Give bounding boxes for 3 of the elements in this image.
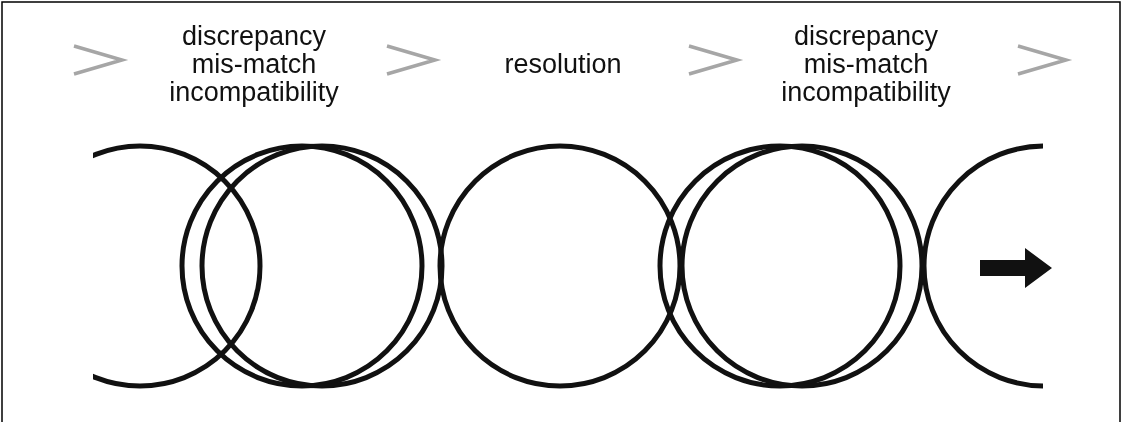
stage-label: discrepancy mis-match incompatibility bbox=[780, 22, 952, 106]
stage-label: discrepancy mis-match incompatibility bbox=[168, 22, 340, 106]
stage-label: resolution bbox=[504, 50, 622, 78]
